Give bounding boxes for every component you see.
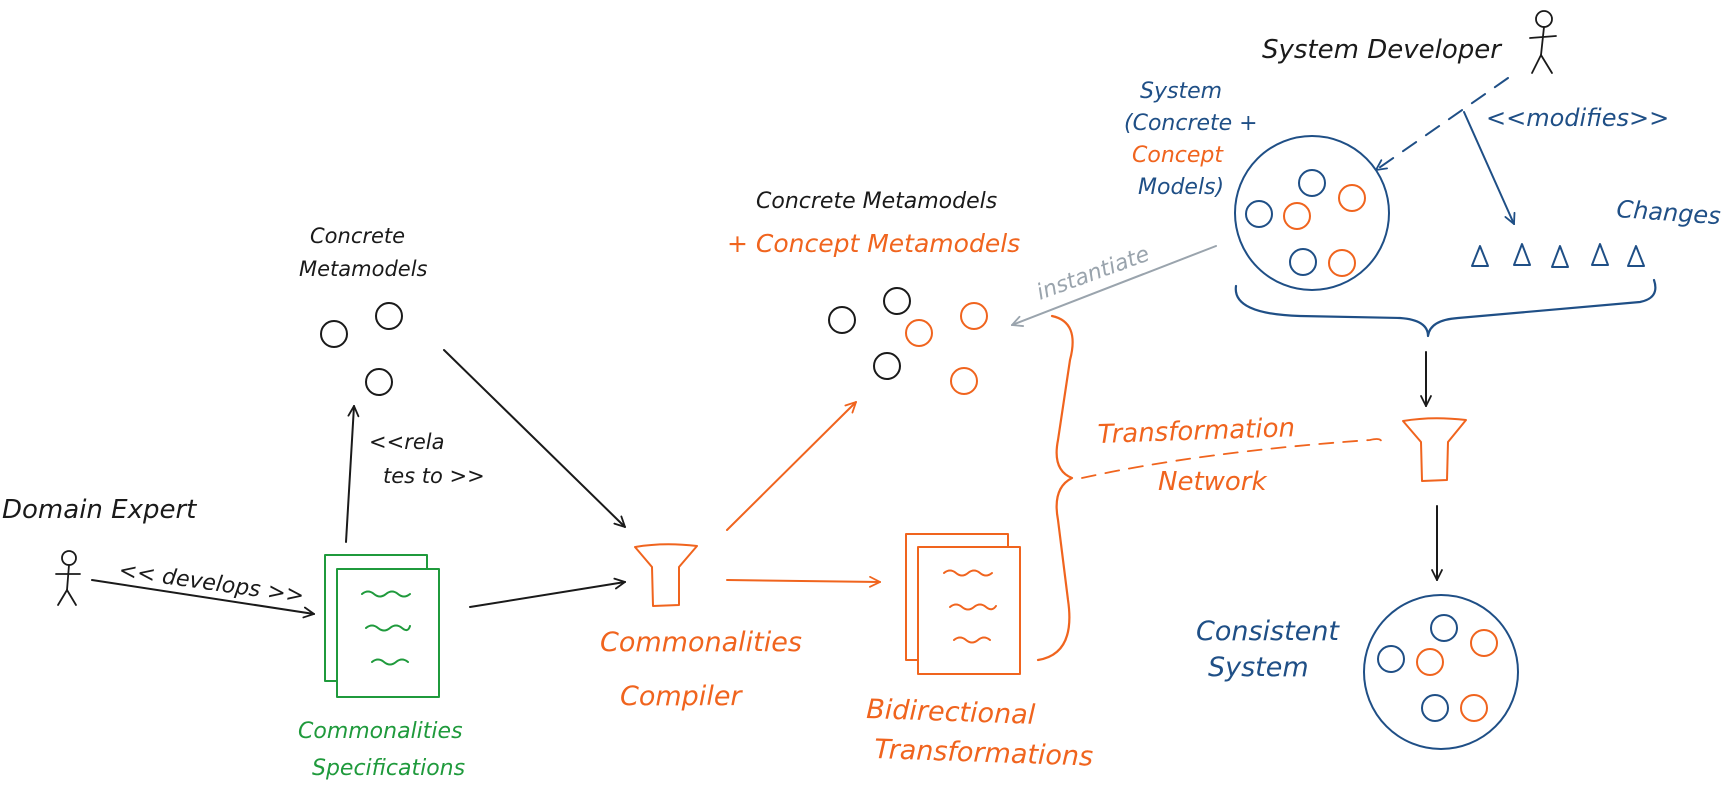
- modifies-label: <<modifies>>: [1486, 104, 1669, 132]
- develops-arrow: [91, 579, 314, 614]
- system-models-container: [1234, 135, 1390, 291]
- bidirectional-transformations-documents-icon: [905, 533, 1021, 675]
- concept-model-circle: [1328, 249, 1356, 277]
- commonalities-specifications-documents-icon: [324, 554, 440, 698]
- concrete-model-circle: [1377, 645, 1405, 673]
- domain-expert-stick-figure-icon: [55, 550, 81, 606]
- commonalities-compiler-label-line1: Commonalities: [600, 627, 802, 658]
- system-label-line4: Models): [1138, 175, 1224, 200]
- concrete-model-circle: [1421, 694, 1449, 722]
- domain-expert-label: Domain Expert: [2, 495, 197, 525]
- concept-metamodel-circle: [905, 319, 933, 347]
- concept-model-circle: [1416, 648, 1444, 676]
- concrete-metamodel-circle: [828, 306, 856, 334]
- system-label-line2: (Concrete +: [1124, 111, 1258, 136]
- system-changes-brace: [1234, 278, 1657, 338]
- transformation-network-label-line1: Transformation: [1097, 413, 1295, 450]
- transformation-network-dashed-connector: [1081, 438, 1383, 479]
- transformation-network-label-line2: Network: [1158, 467, 1268, 497]
- delta-triangle-icon: [1627, 245, 1645, 267]
- concrete-model-circle: [1430, 614, 1458, 642]
- concrete-metamodel-circle: [873, 352, 901, 380]
- instantiate-label: instantiate: [1034, 242, 1153, 306]
- concrete-metamodels-label-line2: Metamodels: [299, 257, 428, 281]
- system-label-line1: System: [1140, 79, 1222, 104]
- concept-model-circle: [1338, 184, 1366, 212]
- concept-metamodel-circle: [960, 302, 988, 330]
- develops-label: << develops >>: [117, 558, 305, 609]
- concrete-concept-metamodel-circles: [828, 287, 988, 395]
- concept-model-circle: [1283, 202, 1311, 230]
- transformation-network-brace: [1036, 314, 1074, 662]
- system-developer-stick-figure-icon: [1529, 10, 1557, 74]
- changes-label: Changes: [1616, 195, 1722, 230]
- concrete-metamodel-circle: [320, 320, 348, 348]
- concrete-metamodel-circle: [365, 368, 393, 396]
- concrete-model-circle: [1245, 200, 1273, 228]
- concept-model-circle: [1470, 629, 1498, 657]
- synchronizer-funnel-icon: [1402, 417, 1467, 482]
- concrete-metamodels-label-line1: Concrete: [310, 224, 405, 248]
- compiler-to-transformations-arrow: [726, 580, 880, 582]
- delta-triangle-icon: [1471, 245, 1489, 267]
- relates-to-label-line2: tes to >>: [383, 464, 485, 488]
- commonalities-specifications-label-line2: Specifications: [312, 756, 465, 781]
- consistent-system-label-line1: Consistent: [1196, 616, 1340, 647]
- concrete-model-circle: [1298, 169, 1326, 197]
- concrete-metamodel-circle: [375, 302, 403, 330]
- delta-triangle-icon: [1513, 243, 1531, 266]
- concept-model-circle: [1460, 694, 1488, 722]
- concrete-model-circle: [1289, 248, 1317, 276]
- commonalities-specifications-label-line1: Commonalities: [298, 719, 463, 744]
- consistent-system-label-line2: System: [1208, 652, 1309, 683]
- concept-metamodel-circle: [950, 367, 978, 395]
- concrete-metamodels-circles: [320, 302, 403, 396]
- consistent-system-container: [1363, 594, 1519, 750]
- compiler-to-metamodels-arrow: [726, 402, 856, 531]
- concept-metamodels-middle-label: + Concept Metamodels: [727, 229, 1020, 258]
- bidirectional-transformations-label-line2: Transformations: [874, 734, 1094, 773]
- system-developer-label: System Developer: [1262, 35, 1503, 65]
- concrete-metamodel-circle: [883, 287, 911, 315]
- metamodels-to-compiler-arrow: [443, 349, 625, 527]
- instantiate-arrow: [1012, 245, 1217, 325]
- changes-deltas: [1471, 243, 1645, 268]
- commonalities-compiler-label-line2: Compiler: [620, 681, 743, 712]
- relates-to-label-line1: <<rela: [369, 430, 444, 454]
- commonalities-compiler-funnel-icon: [634, 543, 698, 607]
- relates-to-arrow: [345, 406, 354, 543]
- concrete-metamodels-middle-label: Concrete Metamodels: [756, 189, 997, 214]
- bidirectional-transformations-label-line1: Bidirectional: [866, 694, 1036, 731]
- delta-triangle-icon: [1551, 245, 1569, 268]
- specifications-to-compiler-arrow: [469, 582, 625, 608]
- modifies-to-changes-arrow: [1463, 111, 1514, 224]
- delta-triangle-icon: [1591, 243, 1609, 266]
- system-label-line3: Concept: [1132, 143, 1224, 168]
